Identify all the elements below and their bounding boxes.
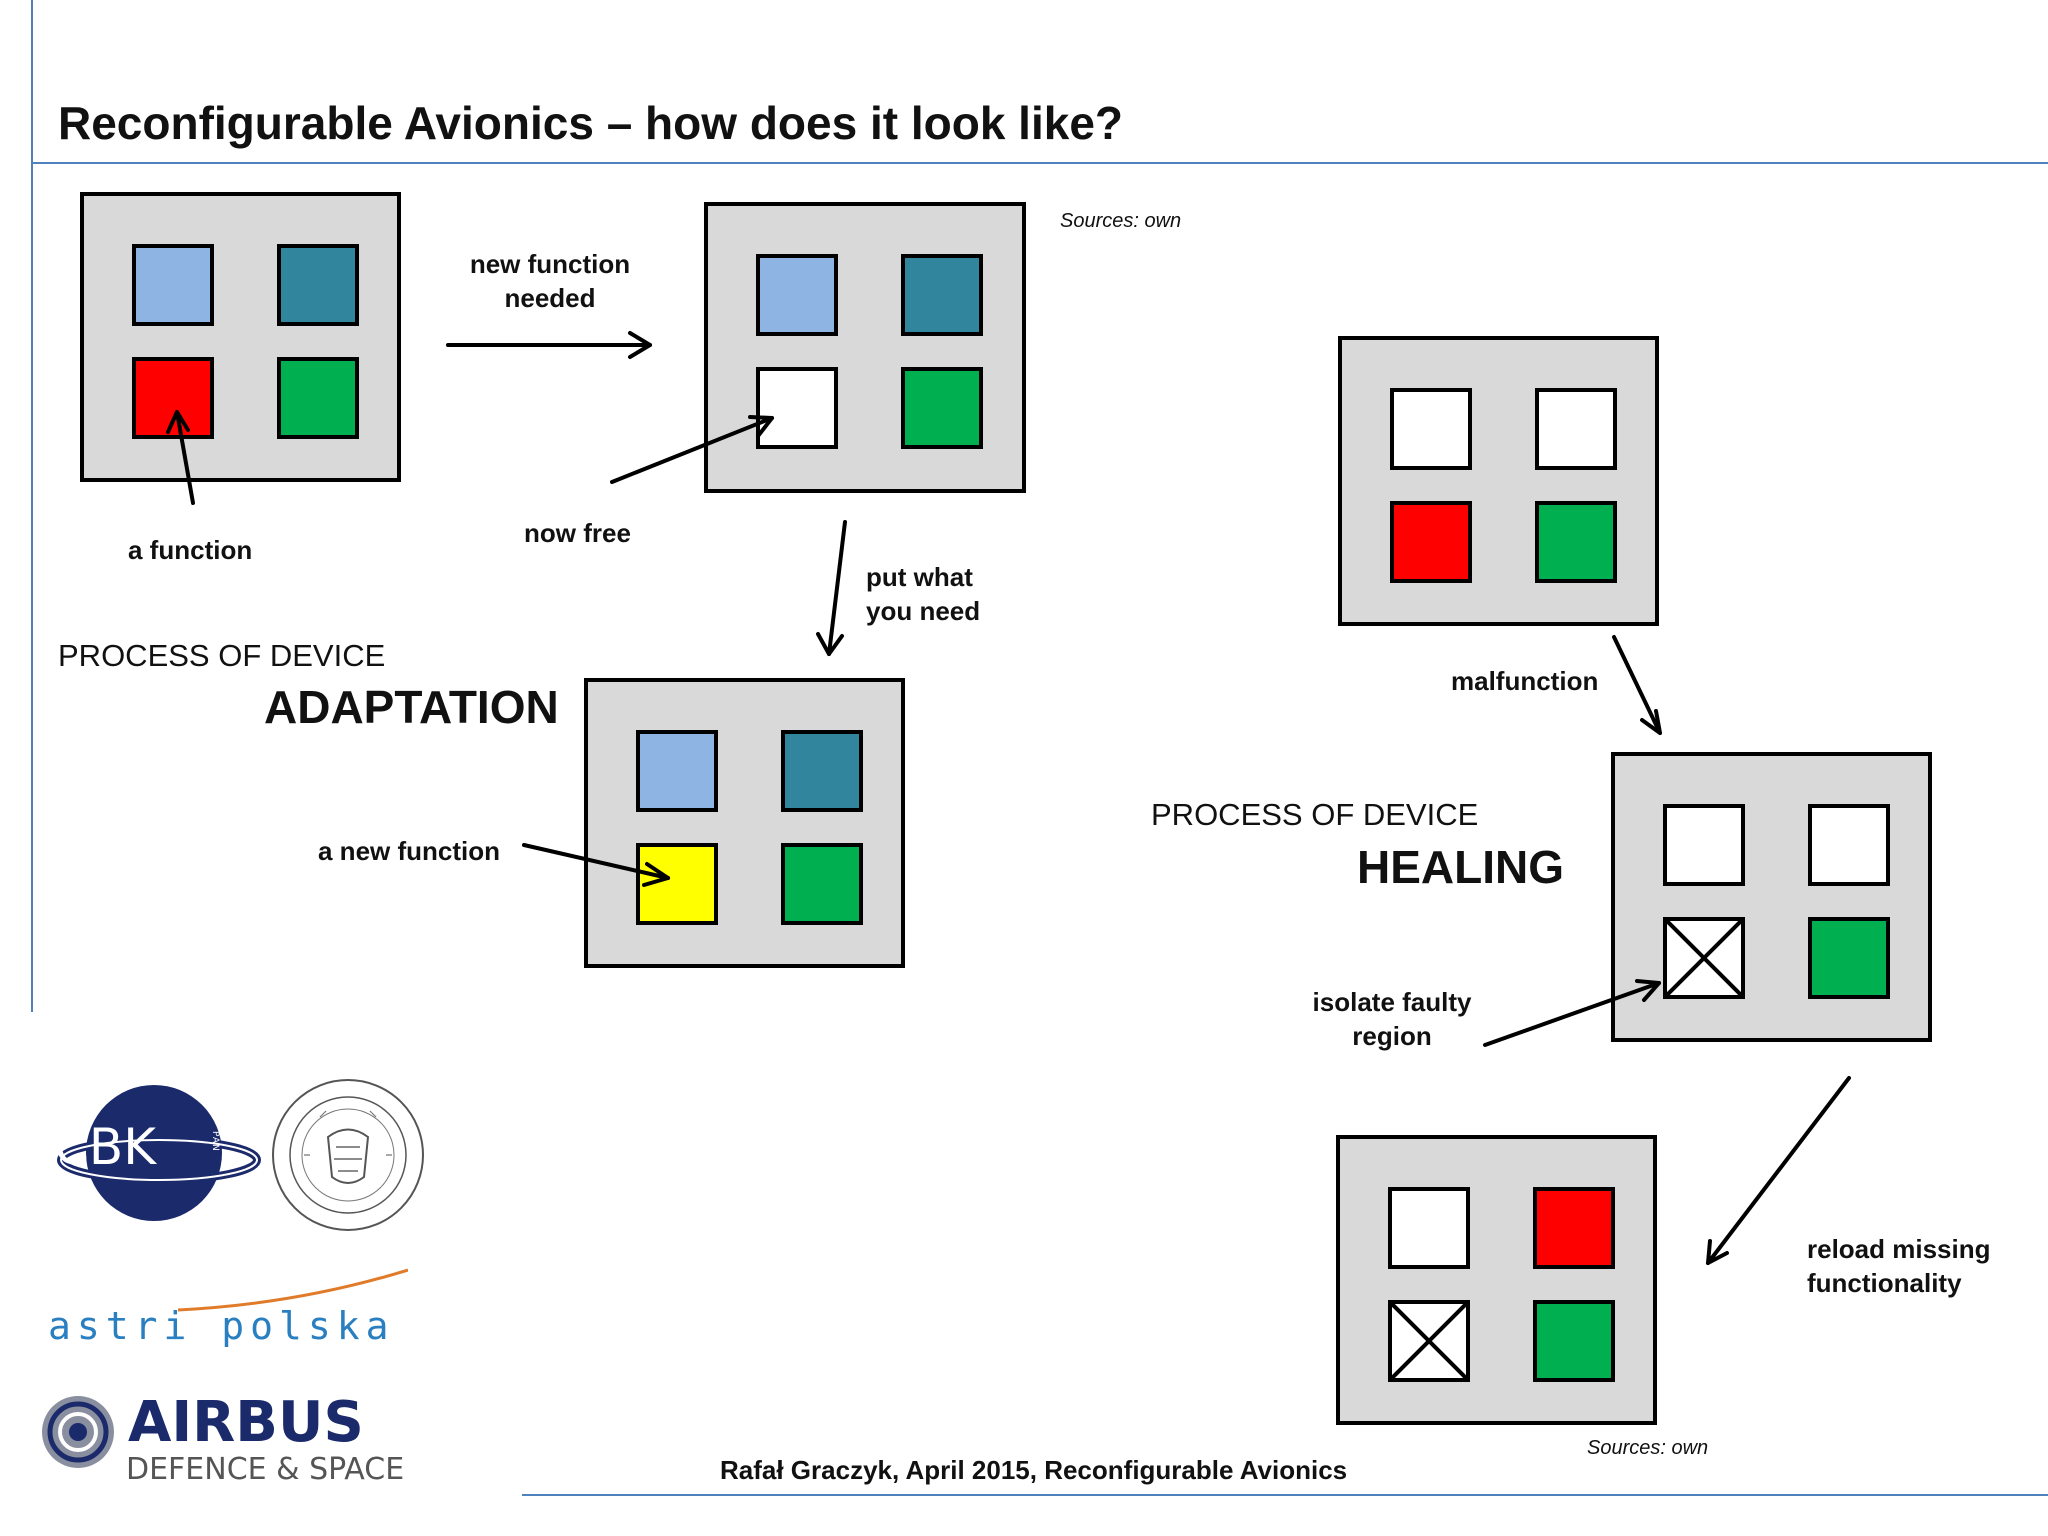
arrow-down-right [1612,635,1662,735]
label-new-function-needed: new function needed [469,249,631,313]
label-now-free: now free [524,518,631,548]
process-name-healing: HEALING [1357,841,1564,893]
footer-credit: Rafał Graczyk, April 2015, Reconfigurabl… [720,1455,1348,1485]
page-title: Reconfigurable Avionics – how does it lo… [58,97,1124,149]
function-cell-green [1808,917,1890,999]
device-healthy [1338,336,1659,626]
device-freed [704,202,1026,493]
function-cell-light-blue [636,730,718,812]
cbk-logo: CBK PAN [34,1078,264,1228]
free-cell [756,367,838,449]
function-cell-red [1390,501,1472,583]
function-cell-green [1533,1300,1615,1382]
label-a-function: a function [128,535,253,565]
process-label-adaptation: PROCESS OF DEVICE [58,638,386,673]
astri-polska-logo-text: astri polska [48,1304,395,1348]
airbus-logo-subtext: DEFENCE & SPACE [126,1452,405,1487]
function-cell-teal [781,730,863,812]
function-cell-green [1535,501,1617,583]
left-accent-line [31,0,33,1012]
footer-line [522,1494,2048,1496]
arrow-up [166,410,195,505]
airbus-logo: AIRBUS DEFENCE & SPACE [40,1386,440,1487]
label-malfunction: malfunction [1451,666,1599,696]
free-cell [1390,388,1472,470]
arrow-right [446,331,652,359]
free-cell [1535,388,1617,470]
sources-note: Sources: own [1587,1437,1709,1459]
process-name-adaptation: ADAPTATION [264,681,559,733]
function-cell-green [901,367,983,449]
arrow-down [816,520,847,656]
title-underline [31,162,2048,164]
airbus-logo-text: AIRBUS [128,1390,364,1455]
cbk-logo-text: CBK [54,1118,157,1176]
free-cell [1663,804,1745,886]
label-a-new-function: a new function [318,836,500,866]
free-cell [1808,804,1890,886]
label-put-what-you-need: put what you need [866,562,981,626]
function-cell-red [1533,1187,1615,1269]
faulty-cell-crossed [1388,1300,1470,1382]
process-label-healing: PROCESS OF DEVICE [1151,797,1479,832]
arrow-down-left [1706,1076,1851,1265]
arrow-up-right [610,415,774,484]
device-healed [1336,1135,1657,1425]
function-cell-green [277,357,359,439]
function-cell-teal [277,244,359,326]
label-isolate-faulty-region: isolate faulty region [1312,987,1472,1051]
function-cell-light-blue [132,244,214,326]
free-cell [1388,1187,1470,1269]
astri-polska-logo: astri polska [48,1262,408,1352]
faulty-cell-crossed [1663,917,1745,999]
device-isolated [1611,752,1932,1042]
arrow-right-down [522,843,670,887]
warsaw-university-seal-icon [270,1077,426,1233]
sources-note: Sources: own [1060,210,1182,232]
device-initial [80,192,401,482]
function-cell-light-blue [756,254,838,336]
arrow-up-right [1483,979,1661,1047]
function-cell-green [781,843,863,925]
label-reload-missing-functionality: reload missing functionality [1807,1234,1991,1298]
function-cell-teal [901,254,983,336]
cbk-logo-subtext: PAN [210,1131,220,1152]
device-adapted [584,678,905,968]
